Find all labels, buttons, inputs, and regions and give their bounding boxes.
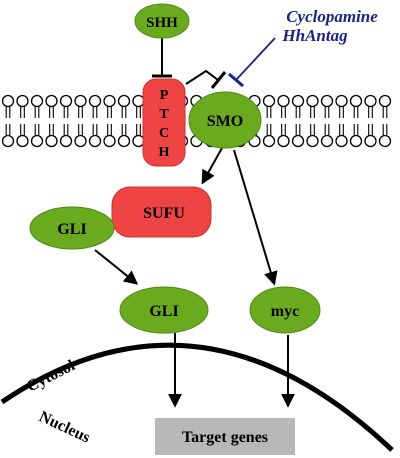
lipid-head — [59, 94, 73, 108]
lipid-head — [262, 134, 276, 148]
lipid-head — [320, 94, 334, 108]
smo-node: SMO — [188, 91, 262, 149]
gli-free-node: GLI — [119, 286, 209, 334]
target-genes-label: Target genes — [182, 429, 268, 446]
lipid-head — [349, 94, 363, 108]
cyclopamine-inhibits-smo-bar — [228, 72, 244, 88]
lipid-head — [364, 94, 377, 108]
lipid-head — [1, 134, 15, 148]
lipid-head — [291, 134, 305, 148]
ptch-letter-c: C — [159, 126, 169, 141]
lipid-head — [117, 94, 131, 108]
lipid-head — [74, 94, 87, 108]
nuclear-envelope — [0, 342, 394, 452]
shh-label: SHH — [146, 15, 178, 31]
nucleus-label: Nucleus — [36, 408, 92, 446]
lipid-head — [378, 94, 392, 108]
ptch-node: P T C H — [142, 78, 186, 167]
lipid-head — [45, 134, 58, 148]
ptch-inhibits-smo — [185, 69, 219, 85]
lipid-head — [117, 134, 131, 148]
lipid-head — [16, 134, 29, 148]
target-genes-node: Target genes — [155, 418, 295, 455]
inhibitor-name-1: Cyclopamine — [286, 7, 378, 26]
smo-to-myc-arrow — [233, 149, 278, 286]
ptch-letter-h: H — [159, 145, 170, 160]
lipid-head — [291, 94, 305, 108]
lipid-head — [103, 94, 116, 108]
lipid-head — [16, 94, 29, 108]
lipid-head — [88, 134, 102, 148]
cytosol-label: Cytosol — [24, 357, 78, 396]
lipid-head — [88, 94, 102, 108]
lipid-head — [277, 134, 290, 148]
myc-node: myc — [249, 286, 321, 334]
lipid-head — [45, 94, 58, 108]
lipid-head — [277, 94, 290, 108]
lipid-head — [132, 94, 145, 108]
gli-bound-label: GLI — [57, 221, 86, 238]
gli-release-arrow — [94, 249, 139, 285]
lipid-head — [132, 134, 145, 148]
lipid-head — [320, 134, 334, 148]
lipid-head — [30, 94, 44, 108]
inhibitor-name-2: HhAntag — [281, 26, 348, 45]
cyclopamine-inhibits-smo — [235, 37, 276, 81]
lipid-head — [59, 134, 73, 148]
lipid-head — [30, 134, 44, 148]
smo-label: SMO — [207, 113, 243, 130]
lipid-head — [1, 94, 15, 108]
shh-node: SHH — [134, 3, 190, 39]
lipid-head — [74, 134, 87, 148]
smo-to-sufu-arrow — [201, 147, 223, 185]
lipid-head — [335, 134, 348, 148]
lipid-head — [349, 134, 363, 148]
lipid-head — [262, 94, 276, 108]
sufu-label: SUFU — [143, 205, 185, 222]
gli-free-label: GLI — [149, 303, 178, 320]
lipid-head — [306, 94, 319, 108]
sufu-node: SUFU — [111, 186, 212, 238]
lipid-head — [335, 94, 348, 108]
lipid-head — [364, 134, 377, 148]
lipid-head — [306, 134, 319, 148]
gli-bound-node: GLI — [29, 206, 115, 250]
ptch-letter-p: P — [160, 88, 169, 103]
ptch-inhibits-smo-bar — [210, 71, 227, 89]
ptch-letter-t: T — [159, 107, 169, 122]
lipid-head — [378, 134, 392, 148]
lipid-head — [103, 134, 116, 148]
myc-label: myc — [271, 303, 299, 320]
